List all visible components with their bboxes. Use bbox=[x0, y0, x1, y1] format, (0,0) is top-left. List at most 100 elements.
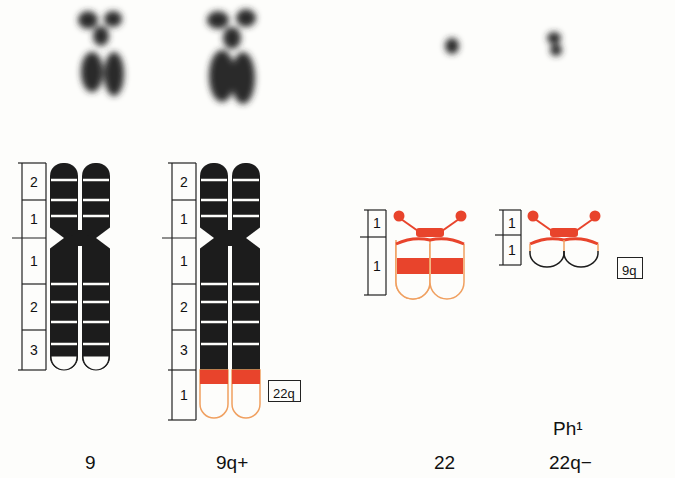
chromosome-22q-minus bbox=[528, 211, 601, 268]
chromosome-22q-minus bbox=[535, 219, 552, 231]
band-number: 1 bbox=[373, 259, 381, 273]
band-bracket bbox=[495, 234, 521, 235]
chromosome-9 bbox=[51, 179, 77, 182]
chromosome-9 bbox=[51, 356, 77, 370]
chromosome-9 bbox=[83, 179, 109, 182]
chromosome-9q-plus bbox=[198, 163, 262, 418]
chromosome-9q-plus bbox=[201, 321, 227, 324]
chromosome-name: 9q+ bbox=[216, 453, 248, 472]
region-label: 9q bbox=[622, 264, 636, 277]
chromosome-9q-plus bbox=[224, 230, 236, 246]
band-number: 2 bbox=[30, 300, 38, 314]
chromosome-9 bbox=[83, 301, 109, 304]
chromosome-9q-plus bbox=[233, 179, 259, 182]
chromosome-name: 9 bbox=[85, 453, 96, 472]
chromosome-9 bbox=[83, 343, 109, 346]
band-bracket bbox=[18, 369, 46, 370]
micrograph bbox=[445, 38, 459, 54]
band-number: 1 bbox=[180, 254, 188, 268]
micrograph bbox=[104, 52, 124, 96]
chromosome-9q-plus bbox=[233, 301, 259, 304]
chromosome-22q-minus bbox=[530, 251, 564, 267]
band-number: 1 bbox=[30, 254, 38, 268]
chromosome-9 bbox=[83, 356, 109, 370]
chromosome-9 bbox=[51, 180, 109, 344]
micrograph bbox=[78, 9, 562, 104]
band-bracket bbox=[195, 163, 196, 370]
chromosome-9q-plus bbox=[233, 199, 259, 202]
chromosome-9q-plus bbox=[232, 370, 260, 384]
chromosome-22 bbox=[430, 244, 464, 299]
chromosome-22q-minus bbox=[576, 219, 593, 231]
region-label: 22q bbox=[273, 387, 295, 400]
chromosome-22q-minus bbox=[529, 244, 531, 251]
chromosome-9q-plus bbox=[201, 215, 227, 218]
band-bracket bbox=[168, 162, 196, 163]
chromosome-22 bbox=[442, 219, 459, 231]
chromosome-9 bbox=[96, 226, 112, 250]
band-bracket bbox=[520, 210, 521, 265]
chromosome-9 bbox=[82, 233, 110, 370]
band-bracket bbox=[171, 163, 172, 370]
band-bracket bbox=[385, 210, 386, 295]
chromosome-9q-plus bbox=[200, 370, 228, 384]
band-number: 1 bbox=[180, 212, 188, 226]
chromosome-9q-plus bbox=[200, 233, 228, 370]
band-number: 3 bbox=[30, 343, 38, 357]
band-bracket bbox=[172, 329, 196, 330]
band-bracket bbox=[364, 209, 386, 210]
chromosome-22q-minus bbox=[564, 251, 598, 267]
chromosome-9 bbox=[74, 230, 86, 246]
micrograph bbox=[78, 11, 98, 29]
micrograph bbox=[550, 44, 562, 56]
chromosome-9q-plus bbox=[201, 343, 227, 346]
micrograph bbox=[236, 9, 256, 27]
chromosome-9 bbox=[51, 283, 77, 286]
chromosome-22 bbox=[456, 211, 467, 222]
band-bracket bbox=[12, 163, 521, 420]
chromosome-9q-plus bbox=[201, 180, 259, 344]
chromosome-9 bbox=[51, 321, 77, 324]
chromosome-22 bbox=[416, 228, 444, 237]
micrograph bbox=[207, 11, 229, 29]
band-bracket bbox=[360, 236, 386, 237]
band-bracket bbox=[12, 237, 46, 238]
band-bracket bbox=[22, 199, 46, 200]
chromosome-22q-minus bbox=[563, 240, 565, 251]
chromosome-9q-plus bbox=[232, 233, 260, 370]
chromosome-22 bbox=[396, 239, 464, 244]
micrograph bbox=[547, 32, 561, 44]
band-bracket bbox=[22, 329, 46, 330]
chromosome-9q-plus bbox=[233, 321, 259, 324]
chromosome-name: 22 bbox=[434, 453, 455, 472]
chromosome-9 bbox=[83, 321, 109, 324]
chromosome-9q-plus bbox=[246, 226, 262, 250]
micrograph bbox=[93, 26, 109, 46]
region-box: 9q bbox=[617, 257, 643, 279]
band-bracket bbox=[21, 163, 22, 370]
micrograph bbox=[104, 11, 122, 27]
chromosome-name: Ph¹ bbox=[553, 419, 583, 438]
chromosome-9 bbox=[50, 233, 78, 370]
chromosome-22 bbox=[394, 211, 467, 300]
band-number: 1 bbox=[30, 212, 38, 226]
band-number: 2 bbox=[30, 175, 38, 189]
chromosome-22q-minus bbox=[550, 228, 578, 237]
band-bracket bbox=[172, 283, 196, 284]
chromosome-9q-plus bbox=[201, 199, 227, 202]
band-number: 1 bbox=[373, 216, 381, 230]
band-bracket bbox=[45, 163, 46, 370]
chromosome-22 bbox=[396, 244, 430, 299]
chromosome-9q-plus bbox=[201, 301, 227, 304]
band-bracket bbox=[195, 370, 196, 420]
chromosome-9 bbox=[51, 343, 77, 346]
chromosome-9 bbox=[48, 163, 112, 370]
chromosome-9 bbox=[51, 301, 77, 304]
chromosome-9 bbox=[51, 215, 77, 218]
chromosome-9 bbox=[51, 199, 77, 202]
band-number: 2 bbox=[180, 175, 188, 189]
chromosome-9 bbox=[83, 215, 109, 218]
chromosome-9 bbox=[48, 226, 64, 250]
band-bracket bbox=[171, 370, 172, 420]
